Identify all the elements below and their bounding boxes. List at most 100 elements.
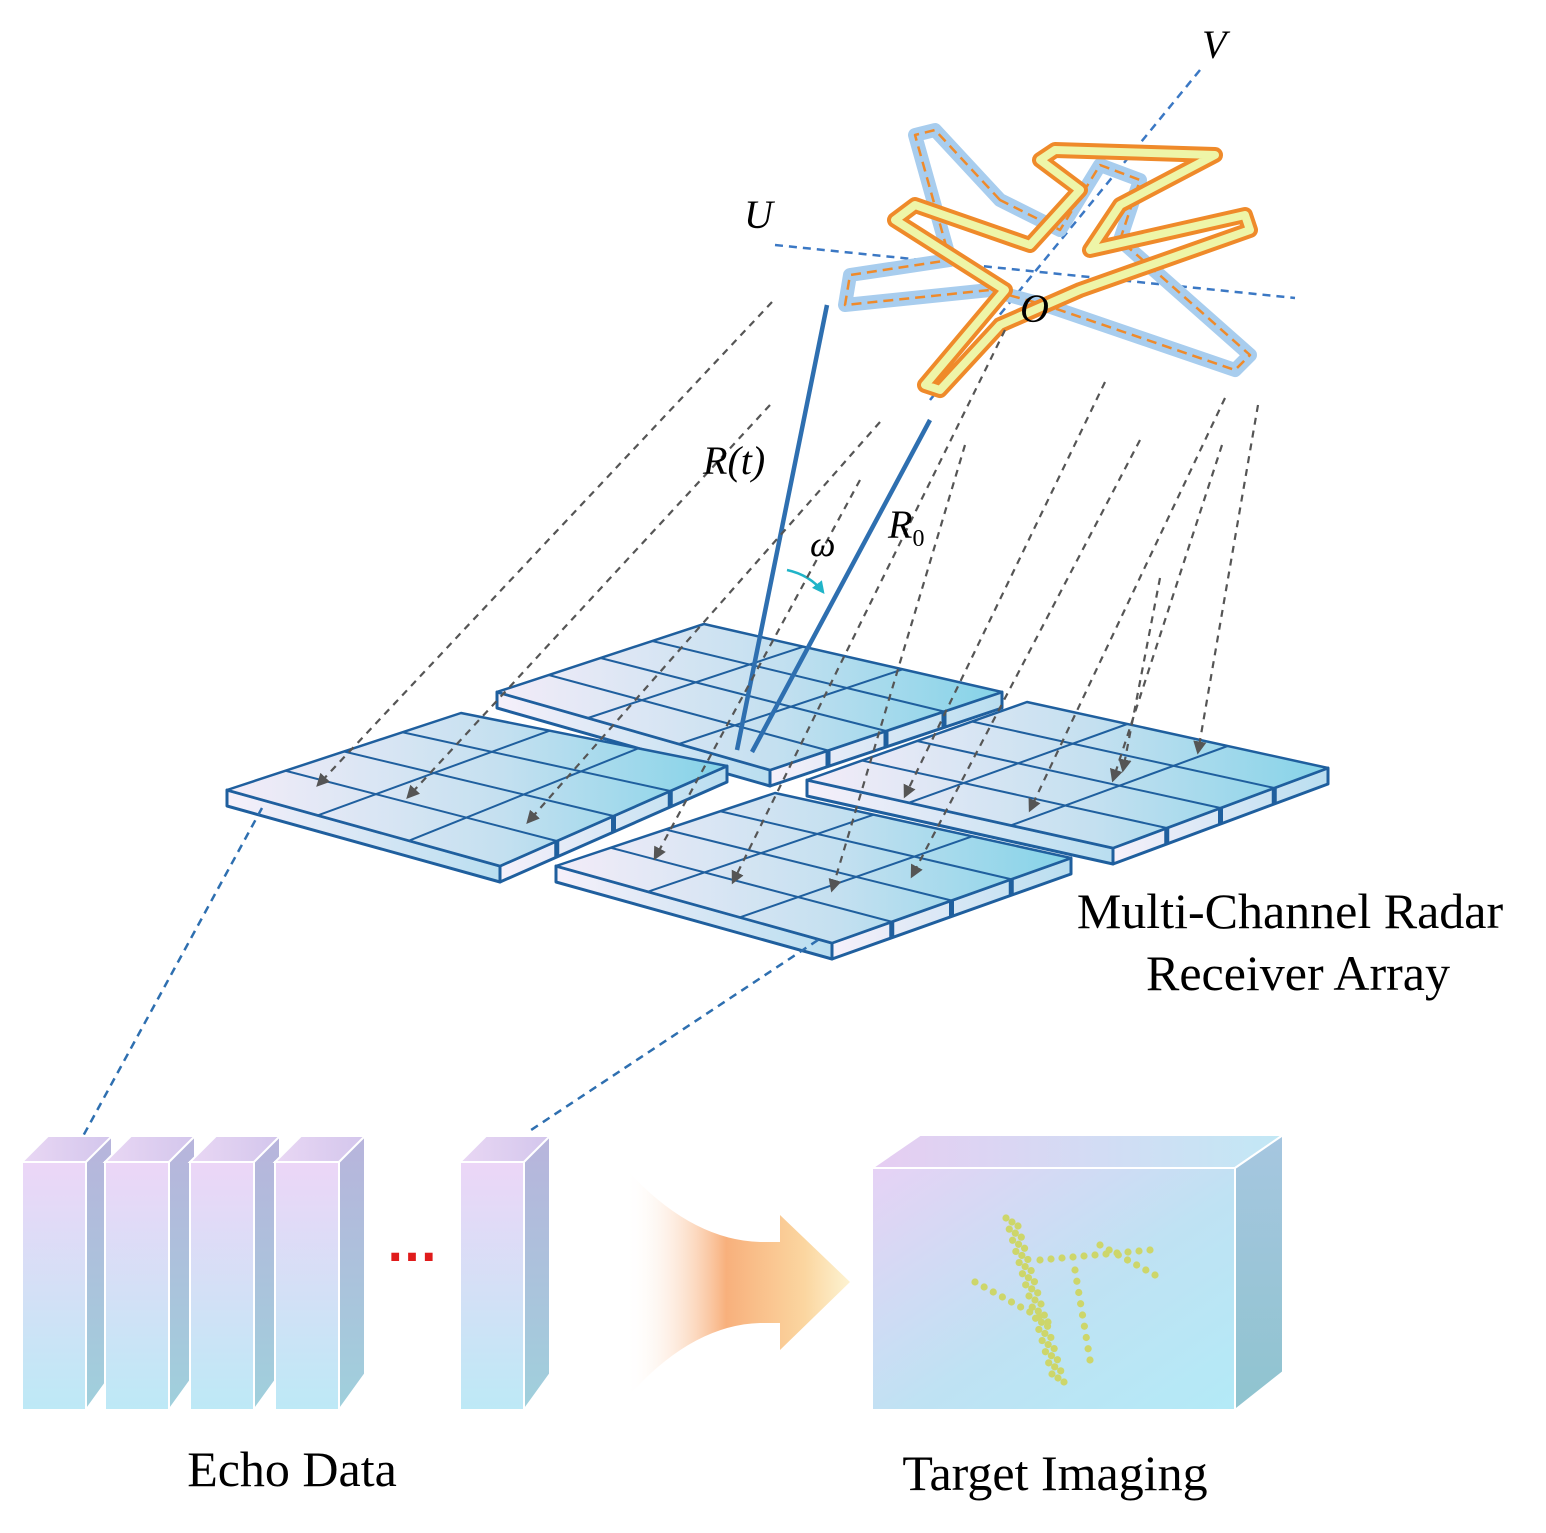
scatter-dot (1045, 1359, 1053, 1367)
echo-link-lines (80, 807, 819, 1139)
scatter-dot (1034, 1307, 1042, 1315)
scatter-dot (1080, 1322, 1088, 1330)
scatter-dot (1005, 1225, 1013, 1233)
scatter-dot (980, 1283, 988, 1291)
scatter-dot (1047, 1333, 1055, 1342)
scatter-dot (1040, 1311, 1048, 1319)
ellipsis: ··· (387, 1232, 437, 1283)
scatter-dot (1114, 1251, 1122, 1259)
scatter-dot (1035, 1313, 1043, 1321)
range-0-main: R (887, 502, 912, 547)
projection-arrow (731, 329, 1006, 885)
scatter-dot (1012, 1247, 1020, 1256)
scatter-dot (1047, 1255, 1055, 1263)
scatter-dot (1011, 1229, 1019, 1237)
scatter-dot (1008, 1218, 1016, 1226)
scatter-dot (1024, 1255, 1032, 1264)
scatter-dot (1080, 1252, 1088, 1260)
scatter-dot (1020, 1244, 1029, 1252)
array-panel-left (225, 711, 729, 884)
projection-arrow (526, 421, 881, 824)
echo-block (187, 1133, 283, 1414)
echo-block (102, 1133, 198, 1414)
projection-arrow (1193, 404, 1260, 755)
range-t-label: R(t) (702, 438, 765, 483)
scatter-dot (1124, 1248, 1132, 1256)
array-panel-bottom (554, 791, 1073, 961)
projection-arrow (1118, 577, 1162, 773)
scatter-dot (1014, 1240, 1023, 1248)
scatter-dot (1030, 1278, 1039, 1286)
scatter-dot (1075, 1288, 1083, 1297)
omega-arrow (786, 568, 825, 594)
projection-arrow (910, 439, 1141, 879)
range-line-r-0 (750, 418, 932, 754)
range-line-r-t (734, 304, 830, 751)
scatter-dot (1082, 1333, 1090, 1342)
array-label-line2: Receiver Array (1146, 945, 1450, 1001)
scatter-dot (1053, 1356, 1062, 1364)
scatter-dot (971, 1278, 979, 1286)
scatter-dot (1022, 1281, 1030, 1289)
scatter-dot (1133, 1261, 1141, 1269)
scatter-dot (1078, 1311, 1087, 1319)
scatter-dot (1073, 1277, 1081, 1285)
scatter-dot (1044, 1340, 1052, 1349)
scatter-dot (1044, 1318, 1052, 1326)
origin-label: O (1020, 286, 1049, 331)
scatter-dot (1146, 1246, 1154, 1254)
flow-arrow-icon (625, 1168, 850, 1400)
scatter-dot (1035, 1325, 1043, 1334)
range-t-main: R (702, 438, 727, 483)
scatter-dot (1018, 1270, 1027, 1278)
scatter-dot (1027, 1266, 1035, 1275)
projection-arrow (653, 479, 861, 861)
scatter-dot (1025, 1292, 1033, 1300)
array-label-line1: Multi-Channel Radar (1077, 883, 1504, 939)
axis-v-label: V (1202, 22, 1231, 67)
echo-block (272, 1133, 368, 1414)
axis-u-label: U (744, 192, 776, 237)
scatter-dot (1151, 1271, 1159, 1279)
receiver-array (225, 622, 1330, 961)
echo-data-label: Echo Data (187, 1441, 397, 1497)
scatter-dot (1026, 1308, 1034, 1316)
axis-u (774, 243, 1296, 300)
scatter-dot (1028, 1285, 1036, 1293)
scatter-dot (1047, 1352, 1056, 1360)
scatter-dot (1021, 1262, 1029, 1271)
scatter-dot (1017, 1233, 1025, 1241)
projection-arrow (316, 301, 773, 787)
scatter-dot (1105, 1246, 1113, 1254)
echo-block (19, 1133, 115, 1414)
scatter-dot (1038, 1336, 1046, 1345)
scatter-dot (1048, 1370, 1056, 1378)
scatter-dot (1024, 1274, 1033, 1282)
scatter-dot (989, 1288, 997, 1296)
scatter-dot (1123, 1256, 1132, 1264)
scatter-dot (1050, 1344, 1058, 1353)
scatter-dot (1069, 1253, 1077, 1261)
projection-arrow (1028, 397, 1226, 813)
scatter-dot (1017, 1303, 1025, 1311)
scatter-dot (1007, 1298, 1016, 1306)
scatter-dot (1037, 1300, 1045, 1308)
target-imaging-box (868, 1133, 1287, 1413)
projection-arrow (1109, 444, 1224, 783)
scatter-dot (1060, 1378, 1068, 1386)
scatter-dot (1086, 1356, 1094, 1364)
range-0-label: R0 (887, 502, 924, 552)
scatter-dot (1008, 1236, 1017, 1244)
projection-arrow (903, 381, 1106, 799)
projection-arrow (406, 404, 771, 799)
scatter-dot (1041, 1329, 1049, 1338)
scatter-dot (1015, 1258, 1023, 1267)
scatter-dot (1054, 1374, 1062, 1382)
scatter-dot (1091, 1251, 1099, 1259)
scatter-dot (1071, 1266, 1079, 1274)
scatter-dot (1034, 1289, 1042, 1297)
scatter-dot (1002, 1214, 1010, 1222)
omega-label: ω (810, 524, 835, 564)
scatter-dot (1142, 1266, 1150, 1274)
